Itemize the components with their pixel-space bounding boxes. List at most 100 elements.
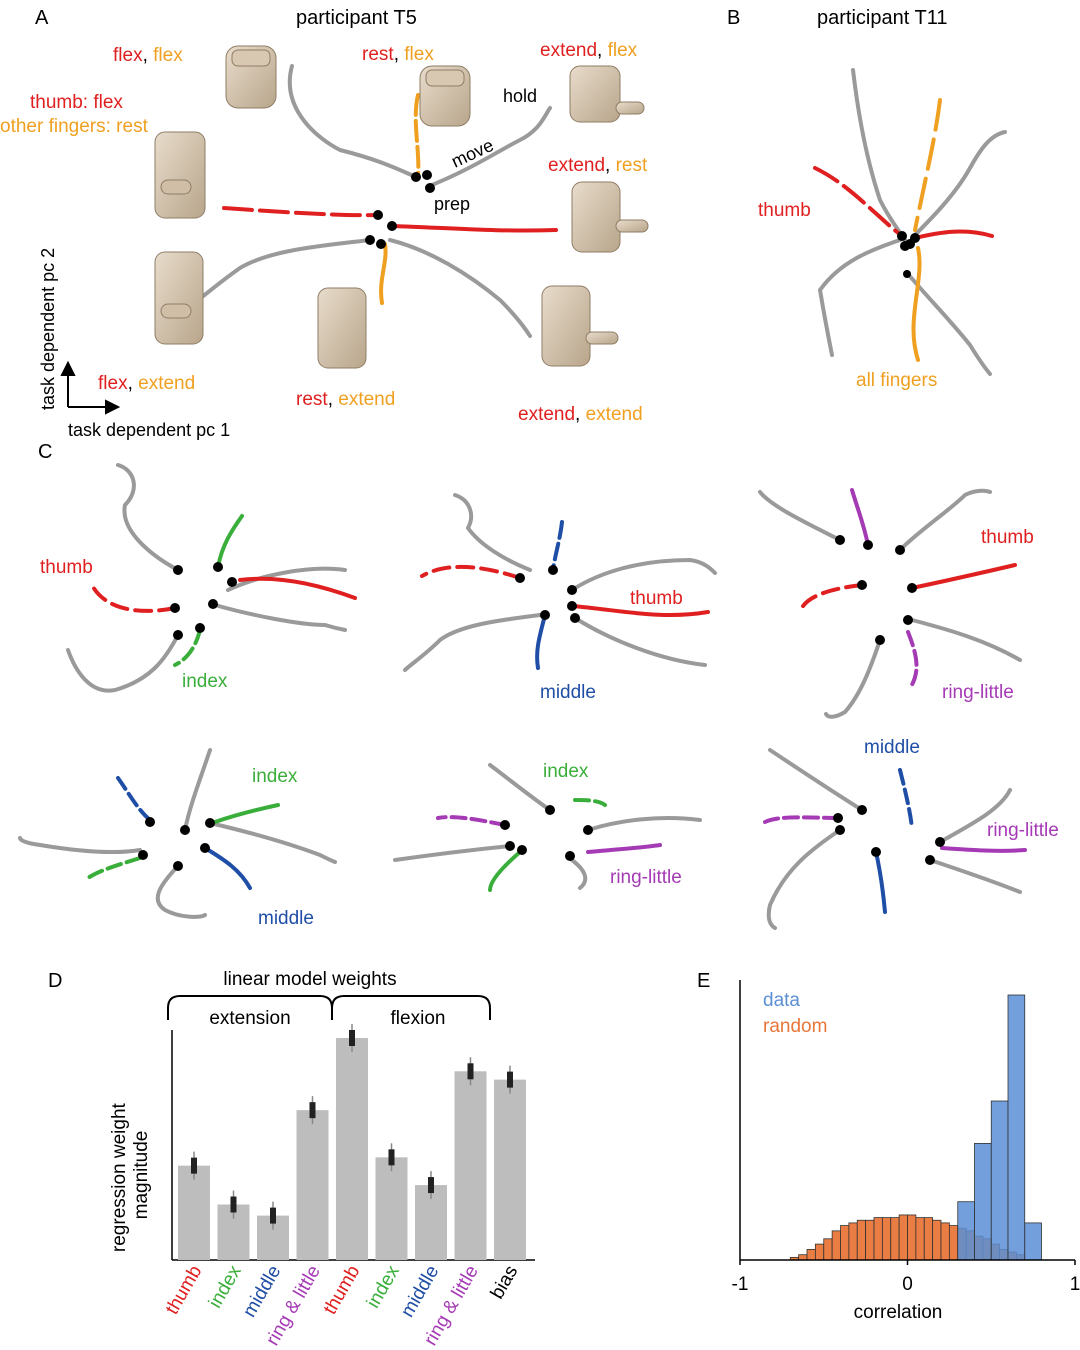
axis-pc1-arrowhead [105,399,121,415]
hist-bin-random [823,1238,833,1261]
panel-a-condition-labels: flex, flex rest, flex extend, flex thumb… [0,40,648,425]
start-dot [540,610,550,620]
start-dot [875,635,885,645]
bar-8 [494,1079,526,1260]
start-dot [570,613,580,623]
c4-traj-middle [203,846,252,890]
c5-label-ring: ring-little [610,867,682,888]
start-dot [422,170,432,180]
start-dot [365,235,375,245]
c6-traj [928,858,1022,894]
start-dot [857,580,867,590]
start-dot [545,805,555,815]
c6-traj [938,788,1012,844]
start-dot [205,818,215,828]
bar-error-box [388,1149,395,1166]
label-other-fingers-rest: other fingers: rest [0,116,149,137]
bar-category-label: index [363,1262,404,1312]
hist-bin-data [990,1100,1009,1261]
panel-letter-b: B [727,7,740,29]
axis-pc1-label: task dependent pc 1 [68,420,230,440]
traj-flex-extend [196,238,372,302]
panel-letter-e: E [697,970,710,992]
hist-bin-random [840,1225,850,1261]
c6-label-ring: ring-little [987,820,1059,841]
pc-axes [60,360,121,415]
label-extend-flex: extend, flex [540,40,638,61]
c3-traj-thumb [798,583,864,614]
c2-traj-middle [551,520,564,572]
bar-3 [296,1110,329,1260]
bar-error-box [467,1063,474,1080]
start-dot [505,841,515,851]
c2-traj-middle [535,613,547,670]
hist-bin-random [915,1217,925,1261]
c2-label-thumb: thumb [630,588,683,609]
bar-error-box [349,1030,355,1046]
start-dot [173,630,183,640]
c6-label-middle: middle [864,737,920,758]
c1-traj-index [216,514,244,569]
c3-traj-ring [906,630,919,690]
c4-label-index: index [252,766,298,787]
traj-flex-flex [287,64,418,179]
panel-a: A participant T5 [0,7,649,440]
hist-bin-data [1024,1222,1042,1261]
panel-b-title: participant T11 [817,7,947,29]
hand-open-thumb-out-icon [571,181,649,253]
bar-error-box [428,1177,434,1194]
hist-bin-random [932,1219,942,1261]
c5-traj-ring [436,815,507,827]
bar-error-box [191,1157,197,1174]
hist-bin-random [881,1217,892,1261]
e-tick-label: 0 [902,1274,913,1295]
c5-traj [570,858,588,890]
c4-traj [155,864,207,919]
panel-d-title: linear model weights [223,969,396,990]
hand-open-thumb-out-icon [541,285,619,367]
bar-error-box [309,1102,316,1119]
axis-pc2-arrowhead [60,360,76,376]
bar-category-label: thumb [320,1262,365,1318]
panel-c-labels: thumb index thumb middle thumb ring-litt… [40,527,1059,929]
c4-traj-middle [116,776,152,822]
c2-traj [573,616,707,667]
start-dot [900,241,910,251]
start-dot [500,820,510,830]
c5-traj [488,763,552,812]
phase-prep: prep [434,194,470,214]
c1-traj [116,463,180,572]
c2-traj [453,493,532,572]
hist-bin-random [907,1214,917,1261]
bar-error-box [507,1071,513,1088]
panel-letter-c: C [38,441,52,463]
group-label-extension: extension [209,1008,290,1029]
bar-category-label: thumb [162,1262,207,1318]
c2-label-middle: middle [540,682,596,703]
start-dot [373,210,383,220]
hist-bin-random [948,1225,959,1261]
start-dot [835,825,845,835]
hist-bin-random [798,1254,808,1261]
bar-error-box [270,1207,276,1224]
panel-a-start-points [365,170,435,249]
c4-traj [208,821,337,864]
legend-random: random [763,1016,827,1037]
bar-5 [375,1157,408,1260]
hist-bin-random [856,1219,867,1261]
y-axis-label: regression weight magnitude [109,1098,152,1252]
hist-bin-random [814,1243,825,1261]
legend-data: data [763,990,800,1011]
start-dot [515,573,525,583]
c5-traj-ring [586,843,662,854]
c5-traj-index [573,798,607,807]
b-traj [851,68,907,242]
panel-b: B participant T11 thumb all fingers [727,7,1007,391]
b-traj-all-fingers [913,98,942,232]
start-dot [425,183,435,193]
hist-bin-random [873,1217,883,1261]
hist-bin-data [1007,994,1026,1261]
b-traj [817,238,902,357]
hand-open-icon [317,287,367,369]
